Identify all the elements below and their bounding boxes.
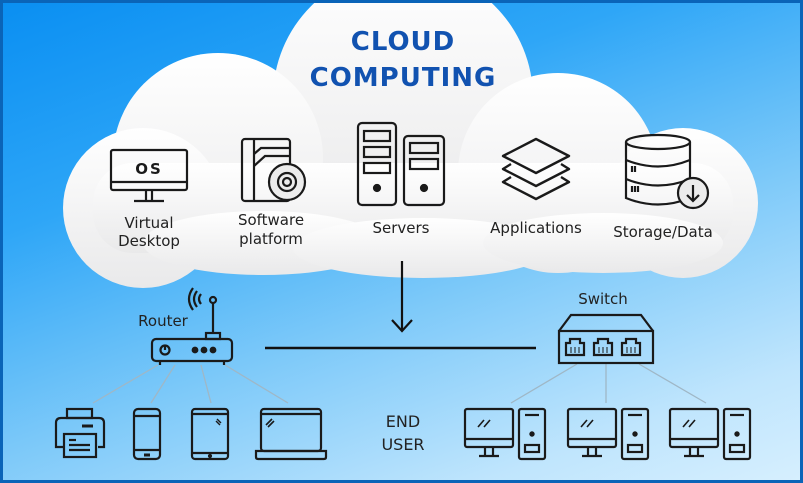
printer-icon — [54, 407, 106, 459]
label-applications: Applications — [490, 219, 582, 237]
router-icon — [150, 287, 234, 365]
desktop-computer-icon — [668, 407, 752, 461]
label-virtual-desktop-1: Virtual — [124, 214, 174, 232]
os-text: OS — [135, 160, 163, 178]
desktop-computer-icon — [463, 407, 547, 461]
desktop-computer-icon — [566, 407, 650, 461]
router-device-links — [92, 364, 289, 404]
servers-icon — [356, 121, 446, 207]
end-user-label-2: USER — [381, 435, 425, 454]
label-software-2: platform — [239, 230, 303, 248]
switch-icon — [557, 313, 655, 365]
ethernet-port-icons — [564, 337, 642, 357]
cloud-shape — [63, 3, 758, 288]
cloud-body — [63, 3, 758, 288]
database-download-icon — [624, 133, 710, 210]
title-line-2: COMPUTING — [309, 63, 497, 93]
label-virtual-desktop-2: Desktop — [118, 232, 180, 250]
software-box-disc-icon — [240, 137, 307, 203]
label-servers: Servers — [372, 219, 430, 237]
switch-device-links — [510, 363, 707, 404]
label-storage: Storage/Data — [613, 223, 713, 241]
smartphone-icon — [132, 407, 162, 461]
title-line-1: CLOUD — [350, 27, 456, 57]
connection-lines — [92, 261, 707, 404]
os-monitor-icon: OS — [109, 148, 189, 203]
tablet-icon — [190, 407, 230, 461]
wifi-signal-icon — [192, 290, 198, 308]
end-user-label-1: END — [385, 412, 421, 431]
switch-label: Switch — [578, 290, 628, 308]
router-label: Router — [138, 312, 188, 330]
down-arrow-icon — [391, 261, 413, 333]
laptop-icon — [254, 407, 328, 461]
label-software-1: Software — [237, 211, 305, 229]
layers-icon — [501, 137, 571, 201]
